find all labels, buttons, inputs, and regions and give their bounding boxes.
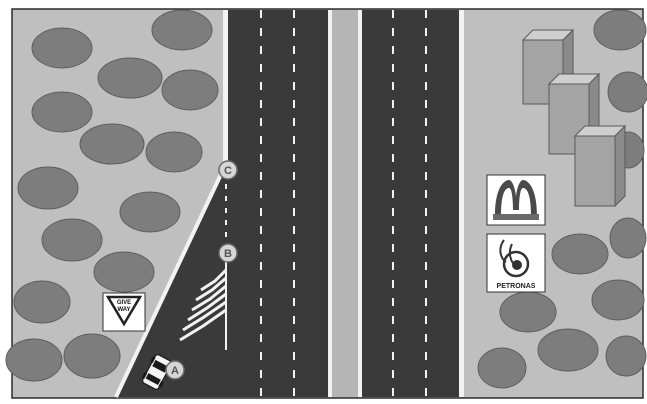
give-way-sign: GIVE WAY (103, 293, 145, 331)
point-marker-c: C (219, 161, 237, 179)
carriageway-left (228, 10, 328, 397)
point-marker-a: A (166, 361, 184, 379)
give-way-line2: WAY (117, 307, 130, 313)
point-label-c: C (224, 165, 232, 177)
median-edge-right (358, 10, 362, 397)
point-marker-b: B (219, 244, 237, 262)
edge-line-right (459, 10, 464, 397)
fuel-station-brand: PETRONAS (497, 283, 536, 290)
point-label-a: A (171, 365, 179, 377)
give-way-line1: GIVE (117, 300, 131, 306)
point-label-b: B (224, 248, 232, 260)
restaurant-sign (487, 175, 545, 225)
median-edge-left (328, 10, 332, 397)
median (332, 10, 358, 397)
carriageway-right (362, 10, 459, 397)
fuel-station-sign: PETRONAS (487, 234, 545, 292)
